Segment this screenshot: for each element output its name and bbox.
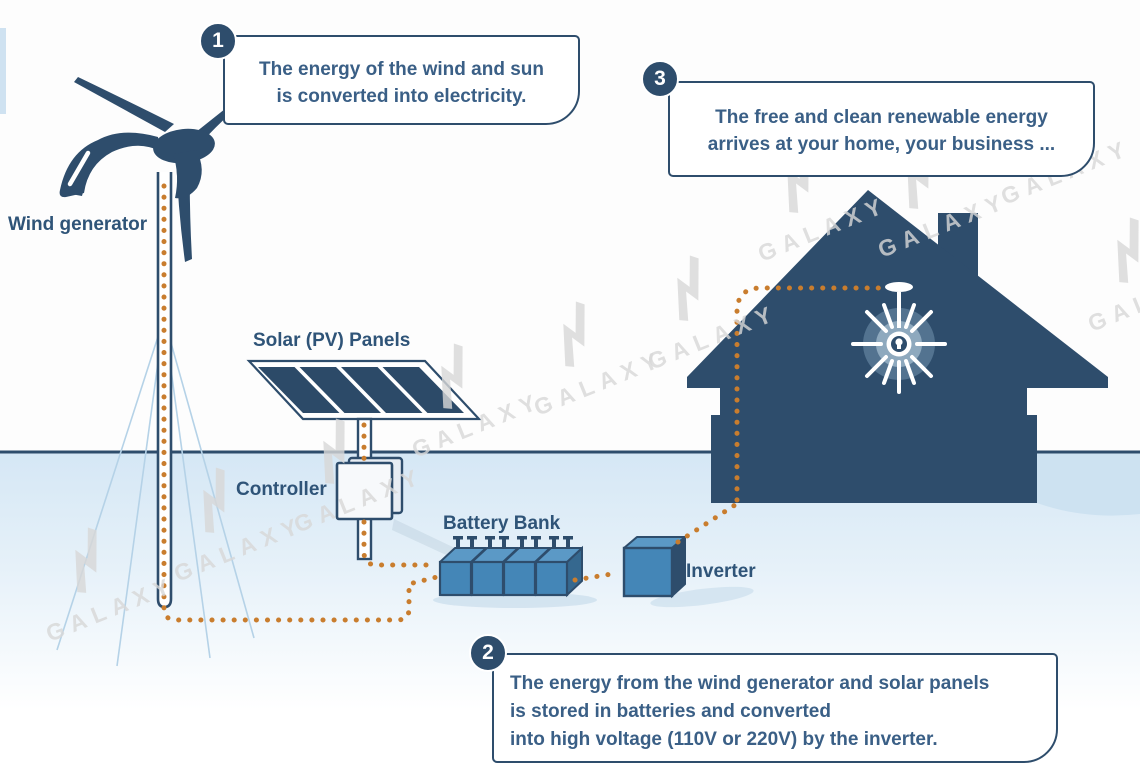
inverter — [622, 534, 754, 608]
house-ground-shadow — [1037, 452, 1140, 516]
controller-label: Controller — [236, 479, 327, 500]
battery-bank-label: Battery Bank — [443, 513, 561, 534]
turbine-pole-fairing — [173, 150, 202, 199]
battery-terminals — [453, 536, 573, 549]
callout-1: The energy of the wind and sun is conver… — [223, 35, 580, 125]
callout-1-line: The energy of the wind and sun — [258, 59, 545, 80]
turbine-nacelle — [153, 128, 215, 164]
callout-2: The energy from the wind generator and s… — [492, 653, 1058, 763]
callout-2-line: into high voltage (110V or 220V) by the … — [510, 729, 938, 750]
battery-bank — [433, 536, 597, 608]
callout-3: The free and clean renewable energy arri… — [668, 81, 1095, 177]
callout-2-line: is stored in batteries and converted — [510, 701, 831, 722]
callout-1-number: 1 — [212, 29, 224, 52]
energy-flow-paths — [161, 183, 887, 623]
ceiling-lamp — [851, 282, 947, 394]
callout-3-badge: 3 — [641, 60, 679, 98]
turbine-blade — [74, 77, 174, 132]
edge-highlight — [0, 28, 6, 114]
inverter-shadow — [650, 586, 754, 608]
callout-2-badge: 2 — [469, 634, 507, 672]
battery-fronts — [438, 560, 569, 597]
callout-1-badge: 1 — [199, 22, 237, 60]
solar-panel — [246, 359, 482, 421]
solar-panels-label: Solar (PV) Panels — [253, 330, 411, 351]
inverter-to-house-path — [675, 502, 738, 545]
inverter-label: Inverter — [686, 561, 756, 582]
tail-fin-slash — [67, 150, 91, 187]
inverter-side — [671, 534, 686, 599]
callout-3-line: arrives at your home, your business ... — [707, 134, 1056, 155]
watermark-text: GALAXY — [1084, 261, 1140, 337]
battery-to-inverter-path — [572, 570, 621, 583]
lamp-mount — [885, 282, 913, 292]
lamp-rays — [851, 296, 947, 394]
callout-2-number: 2 — [482, 641, 494, 664]
house-to-lamp-path — [734, 285, 887, 503]
controller-box — [335, 461, 394, 521]
wind-energy-path — [161, 183, 440, 623]
battery-tops — [439, 547, 583, 563]
callout-1-line: is converted into electricity. — [276, 86, 527, 107]
callout-2-line: The energy from the wind generator and s… — [510, 673, 990, 694]
wind-generator-label: Wind generator — [8, 214, 148, 235]
callout-3-line: The free and clean renewable energy — [715, 107, 1048, 128]
callout-3-number: 3 — [654, 67, 666, 90]
inverter-front — [622, 546, 674, 598]
